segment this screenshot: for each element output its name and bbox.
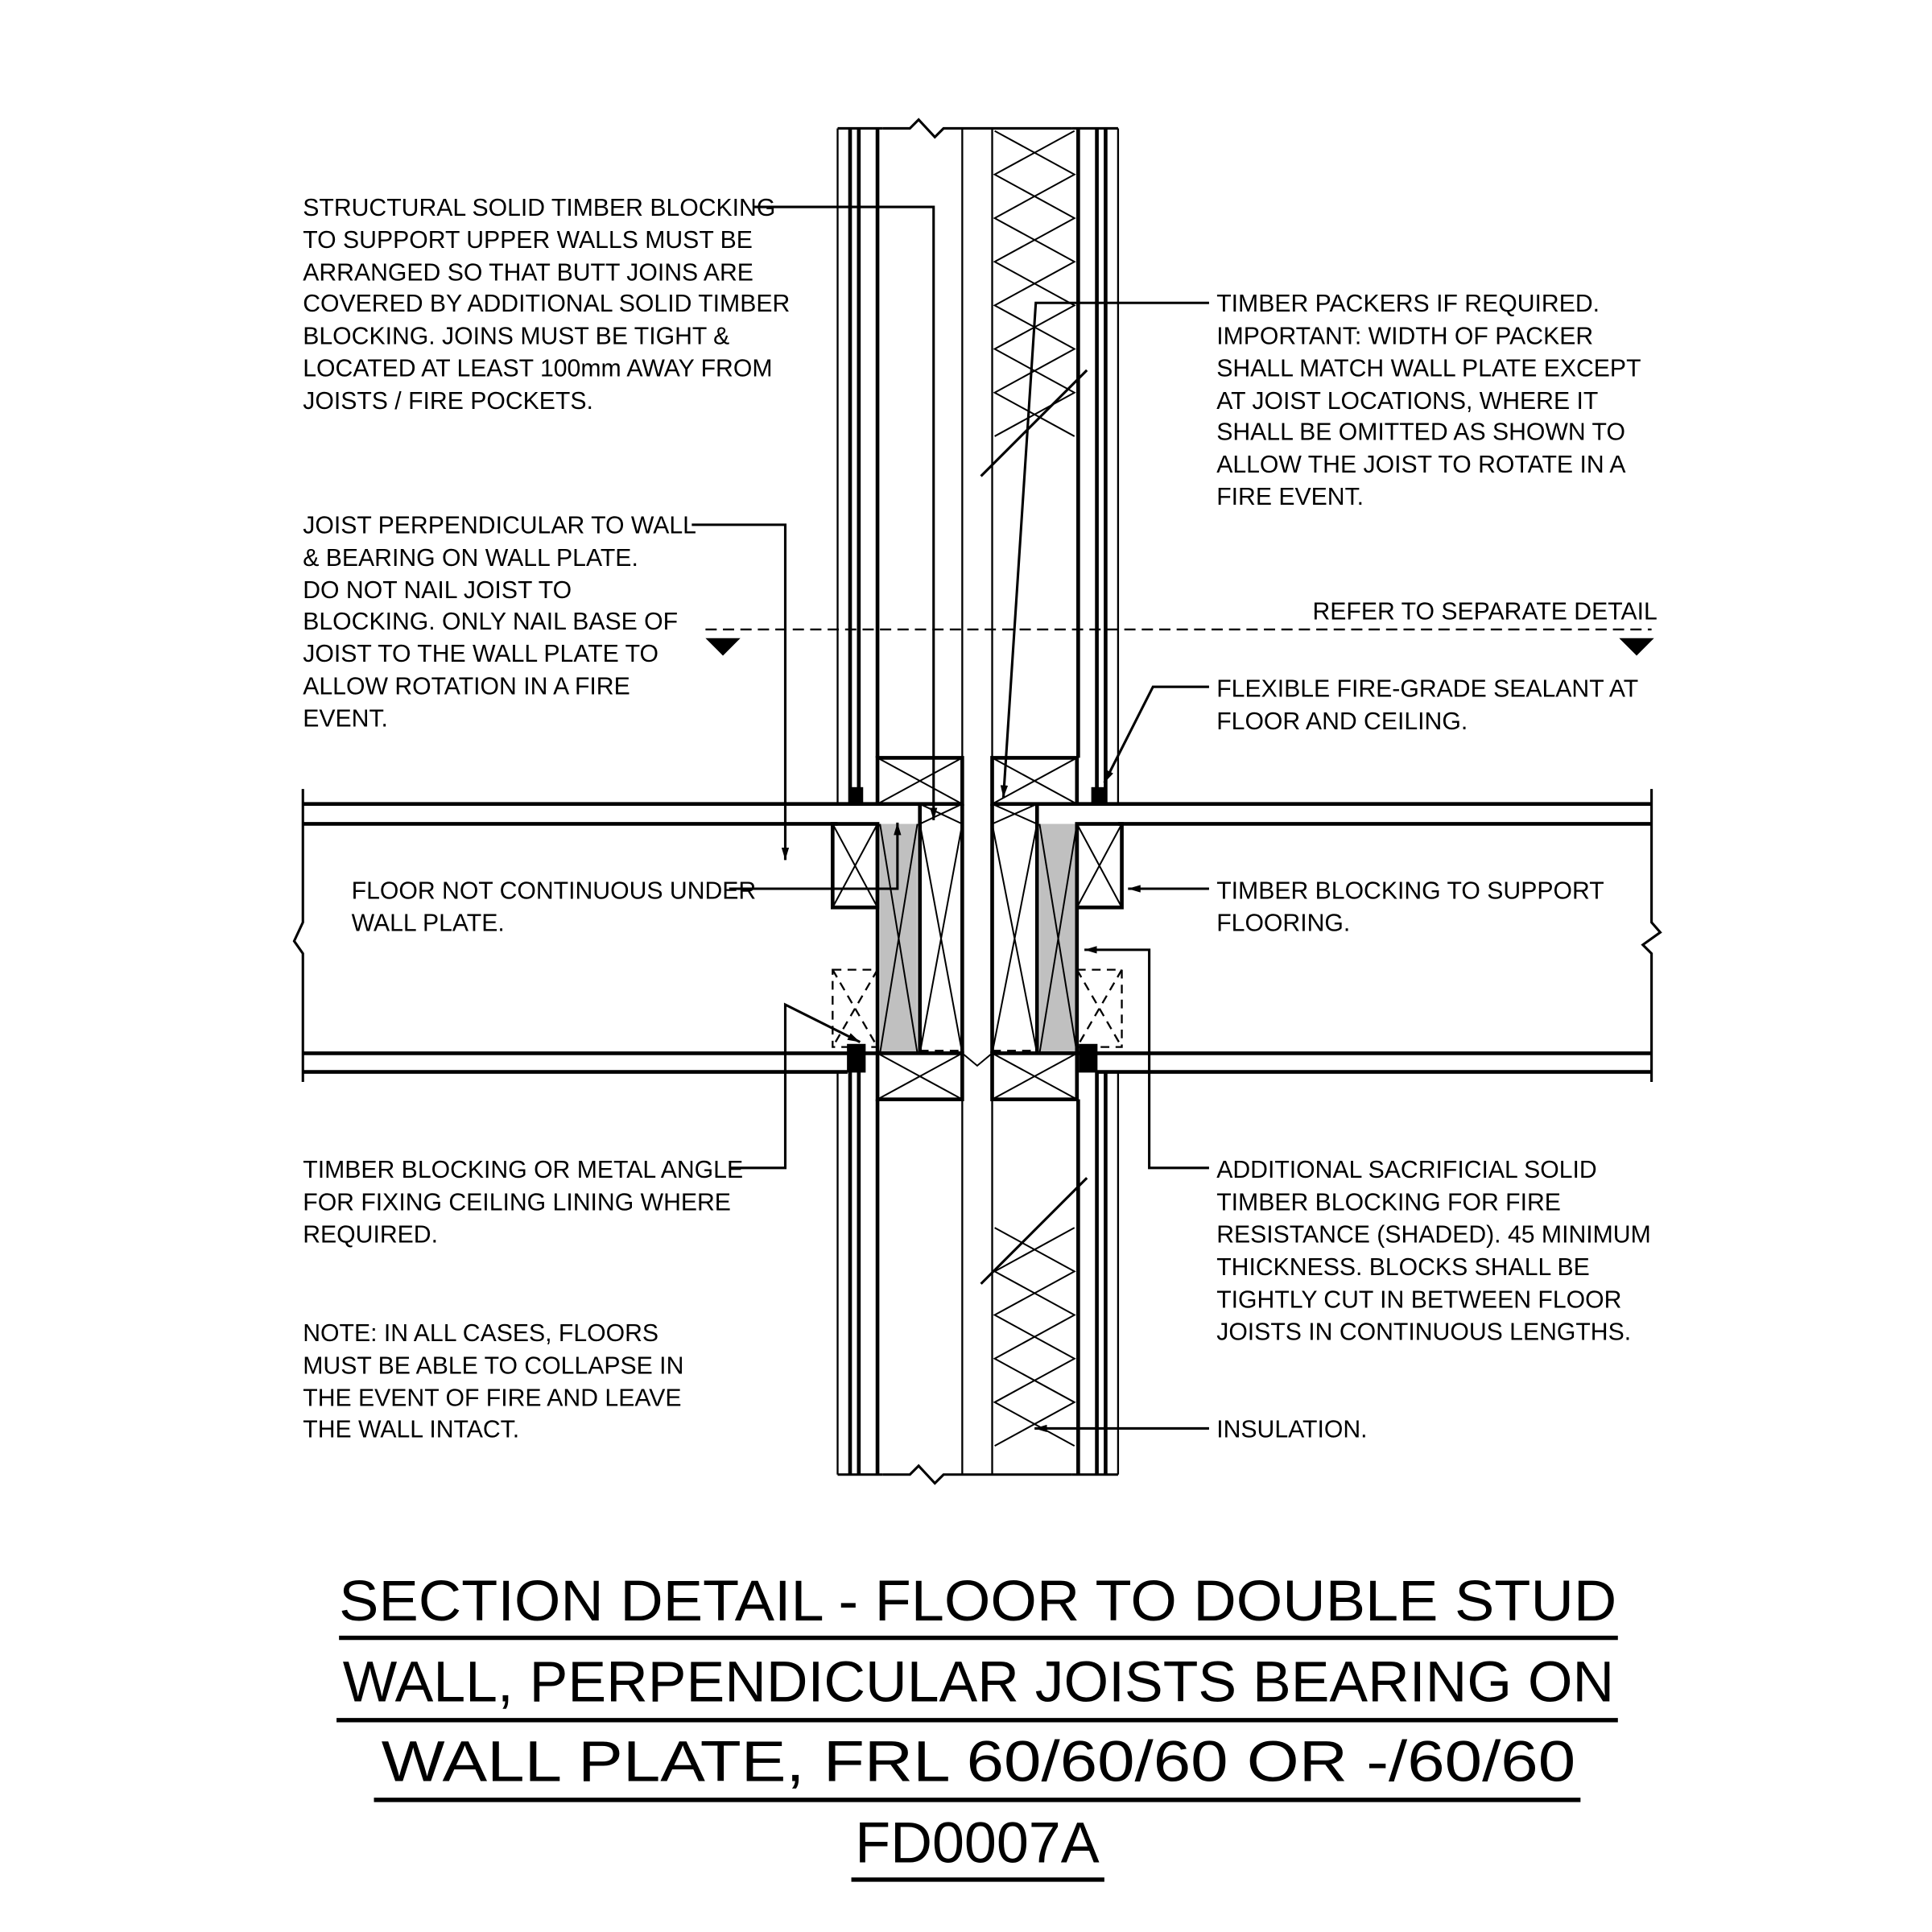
note-line: RESISTANCE (SHADED). 45 MINIMUM: [1216, 1222, 1651, 1249]
note-sacrificial: ADDITIONAL SACRIFICIAL SOLID TIMBER BLOC…: [1216, 1157, 1651, 1345]
note-line: THE WALL INTACT.: [303, 1416, 519, 1443]
title-line: WALL PLATE, FRL 60/60/60 OR -/60/60: [382, 1731, 1575, 1794]
note-line: THE EVENT OF FIRE AND LEAVE: [303, 1385, 681, 1412]
note-line: & BEARING ON WALL PLATE.: [303, 545, 638, 572]
refer-section-line: [705, 628, 1654, 656]
note-line: ALLOW ROTATION IN A FIRE: [303, 673, 630, 700]
note-line: ALLOW THE JOIST TO ROTATE IN A: [1216, 452, 1626, 478]
note-line: JOISTS IN CONTINUOUS LENGTHS.: [1216, 1319, 1631, 1346]
note-line: FOR FIXING CEILING LINING WHERE: [303, 1189, 731, 1216]
note-line: TIGHTLY CUT IN BETWEEN FLOOR: [1216, 1286, 1621, 1313]
note-line: DO NOT NAIL JOIST TO: [303, 577, 572, 604]
leader-lines: [691, 205, 1209, 1433]
note-line: AT JOIST LOCATIONS, WHERE IT: [1216, 388, 1598, 415]
title-line: SECTION DETAIL - FLOOR TO DOUBLE STUD: [339, 1570, 1616, 1633]
timber-blocks: [831, 756, 1124, 1101]
note-line: FLEXIBLE FIRE-GRADE SEALANT AT: [1216, 676, 1638, 703]
note-line: TIMBER BLOCKING TO SUPPORT: [1216, 877, 1604, 904]
note-line: TIMBER PACKERS IF REQUIRED.: [1216, 291, 1600, 317]
note-line: TIMBER BLOCKING OR METAL ANGLE: [303, 1157, 743, 1183]
note-refer: REFER TO SEPARATE DETAIL: [1312, 599, 1657, 625]
drawing-number: FD0007A: [855, 1811, 1100, 1875]
note-line: BLOCKING. ONLY NAIL BASE OF: [303, 609, 678, 635]
note-insulation: INSULATION.: [1216, 1416, 1367, 1443]
note-line: BLOCKING. JOINS MUST BE TIGHT &: [303, 323, 729, 349]
note-line: MUST BE ABLE TO COLLAPSE IN: [303, 1352, 683, 1379]
note-line: IMPORTANT: WIDTH OF PACKER: [1216, 323, 1593, 349]
note-line: EVENT.: [303, 706, 388, 733]
note-line: JOIST PERPENDICULAR TO WALL: [303, 513, 696, 539]
note-floor: FLOOR NOT CONTINUOUS UNDER WALL PLATE.: [352, 877, 757, 936]
drawing-title: SECTION DETAIL - FLOOR TO DOUBLE STUD WA…: [336, 1570, 1618, 1882]
note-joist: JOIST PERPENDICULAR TO WALL & BEARING ON…: [303, 513, 696, 733]
note-line: WALL PLATE.: [352, 910, 505, 937]
note-line: FLOOR AND CEILING.: [1216, 708, 1468, 735]
note-line: TO SUPPORT UPPER WALLS MUST BE: [303, 227, 753, 254]
note-ceiling: TIMBER BLOCKING OR METAL ANGLE FOR FIXIN…: [303, 1157, 743, 1249]
note-line: ADDITIONAL SACRIFICIAL SOLID: [1216, 1157, 1596, 1183]
note-packers: TIMBER PACKERS IF REQUIRED. IMPORTANT: W…: [1216, 291, 1641, 510]
floor-joists: [292, 789, 1662, 1082]
note-line: JOISTS / FIRE POCKETS.: [303, 388, 593, 415]
note-line: REQUIRED.: [303, 1222, 438, 1249]
note-line: JOIST TO THE WALL PLATE TO: [303, 641, 658, 667]
insulation-batts: [980, 130, 1088, 1447]
note-line: THICKNESS. BLOCKS SHALL BE: [1216, 1254, 1590, 1281]
note-line: TIMBER BLOCKING FOR FIRE: [1216, 1189, 1561, 1216]
note-blocking: STRUCTURAL SOLID TIMBER BLOCKING TO SUPP…: [303, 195, 790, 415]
note-line: SHALL MATCH WALL PLATE EXCEPT: [1216, 356, 1641, 382]
note-line: COVERED BY ADDITIONAL SOLID TIMBER: [303, 291, 790, 317]
note-line: FLOOR NOT CONTINUOUS UNDER: [352, 877, 757, 904]
note-line: SHALL BE OMITTED AS SHOWN TO: [1216, 419, 1625, 446]
note-sealant: FLEXIBLE FIRE-GRADE SEALANT AT FLOOR AND…: [1216, 676, 1638, 735]
note-general: NOTE: IN ALL CASES, FLOORS MUST BE ABLE …: [303, 1320, 683, 1443]
note-line: STRUCTURAL SOLID TIMBER BLOCKING: [303, 195, 775, 221]
note-line: FLOORING.: [1216, 910, 1350, 937]
note-line: ARRANGED SO THAT BUTT JOINS ARE: [303, 259, 753, 286]
title-line: WALL, PERPENDICULAR JOISTS BEARING ON: [343, 1651, 1614, 1715]
note-line: LOCATED AT LEAST 100mm AWAY FROM: [303, 356, 772, 382]
note-support: TIMBER BLOCKING TO SUPPORT FLOORING.: [1216, 877, 1604, 936]
note-line: NOTE: IN ALL CASES, FLOORS: [303, 1320, 658, 1347]
double-stud-wall: [836, 118, 1120, 1485]
note-line: FIRE EVENT.: [1216, 484, 1364, 510]
